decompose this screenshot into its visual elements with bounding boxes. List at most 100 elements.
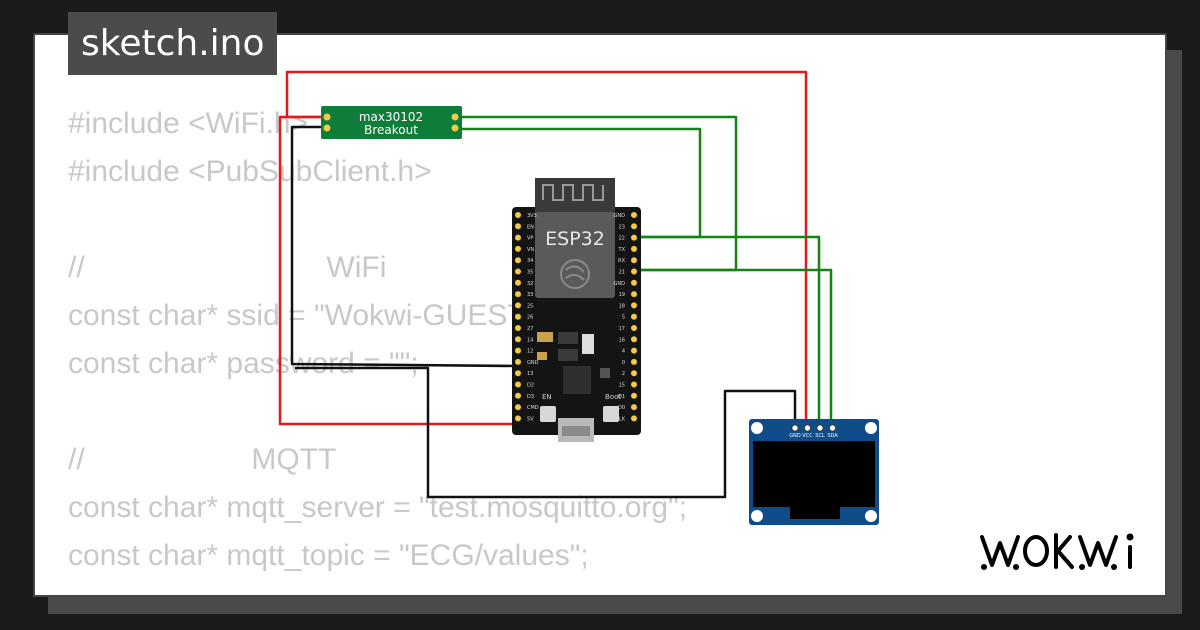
esp32-pin-label: 19 <box>619 292 625 298</box>
esp32-pin-right[interactable] <box>631 392 637 399</box>
esp32-pin-label: GND <box>614 281 626 287</box>
esp32-pin-label: RX <box>618 258 625 264</box>
esp32-pin-left[interactable] <box>515 313 521 320</box>
wire-green-sda <box>632 268 833 428</box>
esp32-pin-right[interactable] <box>631 212 637 218</box>
esp32-pin-left[interactable] <box>515 370 521 377</box>
esp32-pin-left[interactable] <box>515 325 521 331</box>
esp32-pin-label: CMD <box>527 405 539 411</box>
esp32-pin-label: 23 <box>619 224 625 230</box>
esp32-pin-right[interactable] <box>631 404 637 411</box>
esp32-pin-right[interactable] <box>631 291 637 298</box>
esp32-pin-label: D3 <box>527 394 534 400</box>
code-line: // MQTT <box>68 443 337 476</box>
esp32-pin-label: 27 <box>527 326 533 332</box>
esp32-pin-left[interactable] <box>515 212 521 218</box>
wire-green-scl <box>632 235 821 428</box>
esp32-pin-right[interactable] <box>631 234 637 241</box>
esp32-pin-left[interactable] <box>515 302 521 309</box>
wokwi-logo <box>980 533 1134 570</box>
oled-pin-label: SDA <box>827 433 838 439</box>
esp32-pin-label: 32 <box>527 281 533 287</box>
esp32-pin-left[interactable] <box>515 415 521 422</box>
esp32-pin-label: D0 <box>618 405 625 411</box>
esp32-pin-label: 25 <box>527 303 533 309</box>
esp32-pin-right[interactable] <box>631 257 637 264</box>
esp32-pin-label: VN <box>527 247 534 253</box>
esp32-pin-label: GND <box>614 213 626 219</box>
esp32-pin-label: GND <box>527 360 539 366</box>
esp32-pin-label: 26 <box>527 315 533 321</box>
esp32-pin-label: 22 <box>619 236 625 242</box>
code-line: const char* mqtt_topic = "ECG/values"; <box>68 539 589 572</box>
boot-button-label: Boot <box>605 393 621 401</box>
esp32-pin-right[interactable] <box>631 336 637 343</box>
esp32-pin-right[interactable] <box>631 381 637 388</box>
esp32-pin-right[interactable] <box>631 415 637 422</box>
esp32-pin-label: EN <box>527 224 534 230</box>
esp32-pin-label: 12 <box>527 349 533 355</box>
esp32-pin-label: 18 <box>619 303 625 309</box>
oled-pin-label: VCC <box>802 433 813 439</box>
espressif-logo-icon <box>560 259 590 289</box>
esp32-pin-right[interactable] <box>631 370 637 377</box>
esp32-pin-left[interactable] <box>515 381 521 388</box>
esp32-pin-label: 3V3 <box>527 213 537 219</box>
esp32-board[interactable]: ESP32 EN Boot 3V3ENVPVN34353233252627141… <box>512 178 641 442</box>
esp32-pin-label: CLK <box>615 416 625 422</box>
esp32-pin-right[interactable] <box>631 347 637 354</box>
esp32-pin-left[interactable] <box>515 347 521 354</box>
esp32-pin-label: TX <box>618 247 626 253</box>
oled-pin[interactable] <box>816 424 824 432</box>
esp32-pin-left[interactable] <box>515 257 521 264</box>
esp32-pin-label: D2 <box>527 383 534 389</box>
oled-pin[interactable] <box>828 424 837 432</box>
esp32-pin-right[interactable] <box>631 302 637 309</box>
filename-tab[interactable]: sketch.ino <box>68 12 278 75</box>
esp32-pin-right[interactable] <box>631 223 637 230</box>
code-line: #include <PubSubClient.h> <box>68 155 432 188</box>
code-line: // WiFi <box>68 251 387 284</box>
esp32-pin-right[interactable] <box>631 313 637 320</box>
esp32-pin-label: 0 <box>622 360 625 366</box>
esp32-pin-label: 16 <box>619 337 625 343</box>
esp32-pin-label: 33 <box>527 292 533 298</box>
esp32-pin-left[interactable] <box>515 234 521 241</box>
sensor-label-1: max30102 <box>359 110 423 124</box>
esp32-pin-label: 5 <box>622 315 625 321</box>
oled-pin[interactable] <box>803 424 812 432</box>
esp32-pin-right[interactable] <box>631 245 637 252</box>
esp32-pin-right[interactable] <box>631 325 637 331</box>
esp32-pin-left[interactable] <box>515 268 521 275</box>
wire-black-sensor <box>290 125 517 368</box>
esp32-pin-left[interactable] <box>515 392 521 399</box>
oled-pin[interactable] <box>791 424 799 432</box>
oled-pin-label: GND <box>789 433 801 439</box>
esp32-pin-label: 5V <box>527 416 534 422</box>
esp32-chip-label: ESP32 <box>545 228 605 250</box>
max30102-sensor[interactable]: max30102 Breakout <box>321 106 462 139</box>
esp32-pin-label: 35 <box>527 270 533 276</box>
esp32-pin-left[interactable] <box>515 223 521 230</box>
esp32-pin-label: D1 <box>618 394 625 400</box>
esp32-pin-label: 15 <box>619 383 625 389</box>
esp32-pin-right[interactable] <box>631 279 637 286</box>
esp32-pin-label: 21 <box>619 270 625 276</box>
esp32-pin-right[interactable] <box>631 358 637 365</box>
oled-pin-label: SCL <box>815 433 825 439</box>
esp32-pin-left[interactable] <box>515 291 521 298</box>
esp32-pin-label: 4 <box>622 349 625 355</box>
esp32-pin-left[interactable] <box>515 336 521 343</box>
esp32-pin-label: 14 <box>527 337 533 343</box>
esp32-pin-label: 17 <box>619 326 625 332</box>
esp32-pin-left[interactable] <box>515 358 521 365</box>
esp32-pin-label: 2 <box>622 371 625 377</box>
esp32-pin-left[interactable] <box>515 404 521 411</box>
esp32-pin-right[interactable] <box>631 268 637 275</box>
esp32-pin-left[interactable] <box>515 245 521 252</box>
sensor-label-2: Breakout <box>364 123 418 137</box>
esp32-pin-left[interactable] <box>515 279 521 286</box>
wire-red-left <box>278 115 516 426</box>
